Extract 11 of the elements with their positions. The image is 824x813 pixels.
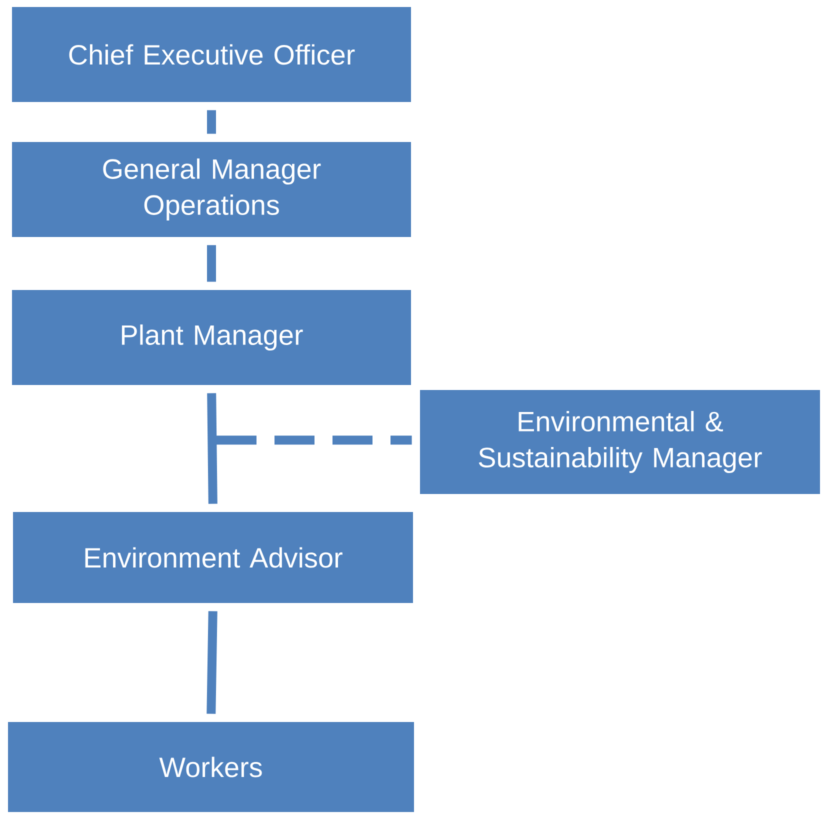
org-box: Chief Executive Officer bbox=[12, 6, 411, 102]
org-box: Plant Manager bbox=[12, 290, 411, 385]
connector-line bbox=[216, 436, 412, 445]
org-box: Environmental & Sustainability Manager bbox=[420, 390, 820, 494]
connector-line bbox=[207, 393, 218, 504]
connector-line bbox=[207, 110, 216, 134]
connector-line bbox=[206, 611, 218, 714]
org-box: Environment Advisor bbox=[13, 512, 413, 603]
connector-line bbox=[207, 245, 216, 282]
org-box: General Manager Operations bbox=[12, 142, 411, 237]
org-box: Workers bbox=[8, 722, 414, 812]
